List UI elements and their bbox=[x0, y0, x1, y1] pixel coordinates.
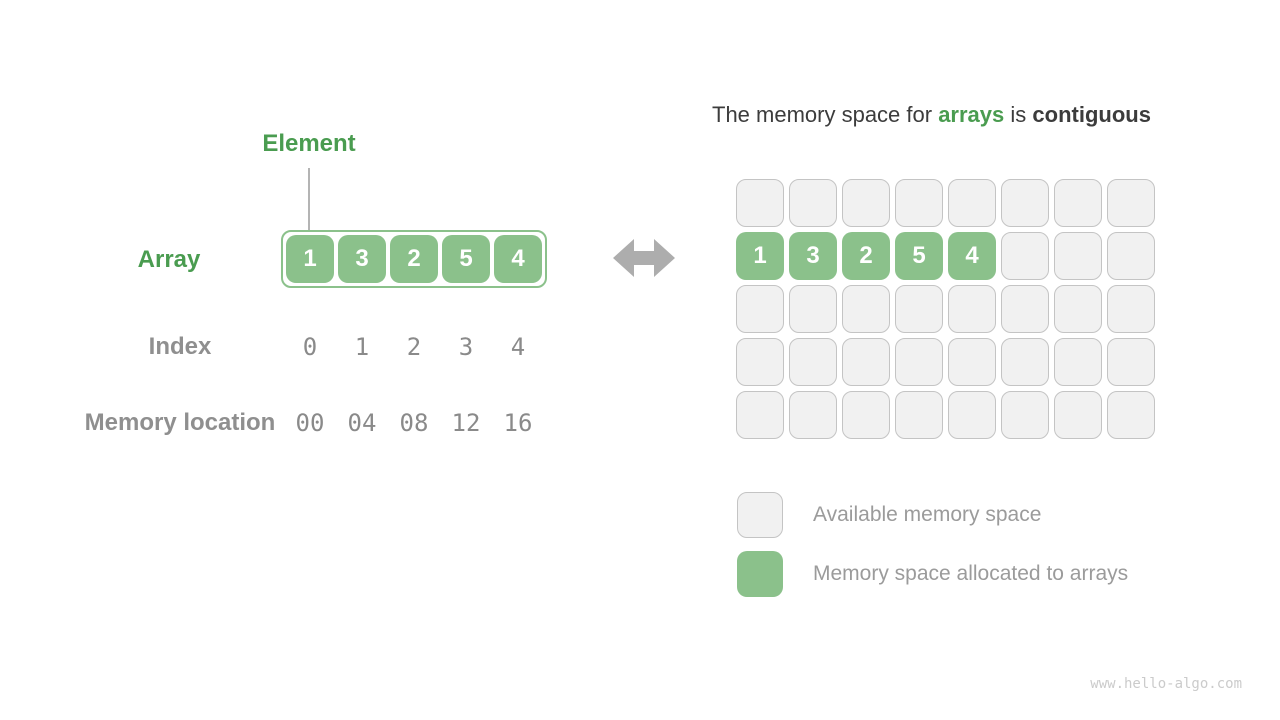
memory-location-label: Memory location bbox=[84, 409, 276, 436]
memory-cell-available bbox=[948, 338, 996, 386]
index-label: Index bbox=[148, 333, 212, 360]
memory-cell-allocated: 2 bbox=[842, 232, 890, 280]
legend-label: Available memory space bbox=[813, 503, 1042, 526]
memory-cell-available bbox=[1107, 391, 1155, 439]
memory-cell-available bbox=[736, 179, 784, 227]
memory-cell-available bbox=[1001, 338, 1049, 386]
memory-cell-available bbox=[895, 338, 943, 386]
memory-cell-available bbox=[948, 391, 996, 439]
memory-location-value: 08 bbox=[399, 409, 429, 437]
memory-location-value: 00 bbox=[295, 409, 325, 437]
memory-cell-available bbox=[1054, 232, 1102, 280]
memory-cell-available bbox=[789, 391, 837, 439]
title-middle: is bbox=[1004, 102, 1033, 127]
memory-cell-available bbox=[736, 391, 784, 439]
memory-cell-allocated: 3 bbox=[789, 232, 837, 280]
legend-item: Memory space allocated to arrays bbox=[737, 551, 1128, 597]
legend-label: Memory space allocated to arrays bbox=[813, 562, 1129, 585]
memory-cell-available bbox=[1001, 179, 1049, 227]
memory-cell-available bbox=[789, 338, 837, 386]
double-arrow-icon bbox=[613, 238, 675, 278]
memory-cell-available bbox=[736, 285, 784, 333]
available-memory-swatch bbox=[737, 492, 783, 538]
memory-cell-available bbox=[948, 179, 996, 227]
array-cell: 4 bbox=[494, 235, 542, 283]
memory-cell-available bbox=[1107, 285, 1155, 333]
array-cell: 2 bbox=[390, 235, 438, 283]
memory-cell-available bbox=[948, 285, 996, 333]
index-value: 1 bbox=[354, 333, 370, 361]
memory-location-value: 16 bbox=[503, 409, 533, 437]
index-value: 4 bbox=[510, 333, 526, 361]
memory-cell-available bbox=[842, 338, 890, 386]
memory-cell-available bbox=[1107, 338, 1155, 386]
memory-cell-available bbox=[1054, 338, 1102, 386]
memory-cell-available bbox=[842, 391, 890, 439]
allocated-memory-swatch bbox=[737, 551, 783, 597]
memory-cell-available bbox=[1054, 179, 1102, 227]
title-prefix: The memory space for bbox=[712, 102, 939, 127]
memory-cell-available bbox=[1001, 232, 1049, 280]
index-value: 2 bbox=[406, 333, 422, 361]
legend-item: Available memory space bbox=[737, 492, 1128, 538]
index-value: 3 bbox=[458, 333, 474, 361]
memory-cell-available bbox=[1001, 391, 1049, 439]
element-connector-line bbox=[308, 168, 310, 230]
memory-cell-available bbox=[895, 391, 943, 439]
memory-cell-allocated: 5 bbox=[895, 232, 943, 280]
memory-cell-available bbox=[895, 179, 943, 227]
memory-location-value: 04 bbox=[347, 409, 377, 437]
title-highlight-arrays: arrays bbox=[938, 102, 1005, 127]
memory-cell-available bbox=[1107, 179, 1155, 227]
memory-cell-available bbox=[736, 338, 784, 386]
memory-cell-available bbox=[1054, 391, 1102, 439]
memory-location-value: 12 bbox=[451, 409, 481, 437]
memory-location-row: 00 04 08 12 16 bbox=[286, 409, 542, 437]
memory-cell-allocated: 1 bbox=[736, 232, 784, 280]
array-cell: 3 bbox=[338, 235, 386, 283]
memory-cell-available bbox=[895, 285, 943, 333]
memory-cell-available bbox=[1001, 285, 1049, 333]
memory-cell-available bbox=[842, 285, 890, 333]
memory-cell-available bbox=[842, 179, 890, 227]
memory-cell-available bbox=[1107, 232, 1155, 280]
array-label: Array bbox=[137, 246, 201, 273]
index-row: 0 1 2 3 4 bbox=[286, 333, 542, 361]
title: The memory space for arrays is contiguou… bbox=[712, 102, 1151, 128]
array-cell: 5 bbox=[442, 235, 490, 283]
memory-cell-available bbox=[789, 285, 837, 333]
watermark: www.hello-algo.com bbox=[1090, 676, 1242, 692]
title-bold-contiguous: contiguous bbox=[1032, 102, 1151, 127]
memory-cell-available bbox=[1054, 285, 1102, 333]
memory-cell-available bbox=[789, 179, 837, 227]
array-cell: 1 bbox=[286, 235, 334, 283]
memory-cell-allocated: 4 bbox=[948, 232, 996, 280]
element-label: Element bbox=[262, 130, 356, 157]
index-value: 0 bbox=[302, 333, 318, 361]
